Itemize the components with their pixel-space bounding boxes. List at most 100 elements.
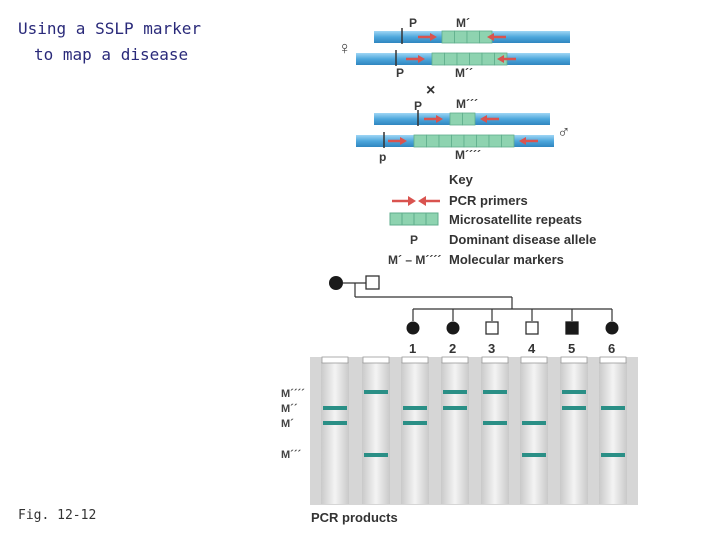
gel-lane: [560, 362, 588, 504]
repeat-unit: [431, 52, 445, 66]
chromosome-features-2: [406, 52, 516, 66]
repeat-unit: [444, 52, 458, 66]
label-p4: p: [379, 150, 386, 164]
gel-band: [483, 421, 507, 425]
chromosome-features-3: [424, 112, 499, 126]
gel-lane: [520, 362, 548, 504]
gel-bands: [323, 390, 625, 457]
gel-row-label-m4: M´´´´: [281, 388, 305, 400]
repeat-unit: [449, 112, 463, 126]
repeat-unit: [462, 112, 476, 126]
primer-forward-head: [418, 55, 425, 63]
repeat-unit: [454, 30, 468, 44]
gel-well: [481, 356, 509, 364]
gel-band: [562, 406, 586, 410]
primer-icon: [392, 196, 440, 206]
figure-label: Fig. 12-12: [18, 508, 97, 523]
child-label-1: 1: [409, 341, 416, 356]
label-p2: P: [396, 66, 404, 80]
gel-footer: PCR products: [311, 510, 398, 525]
repeat-unit: [413, 134, 427, 148]
child-2: [446, 321, 460, 335]
legend-item-primers: PCR primers: [449, 193, 528, 208]
gel: M´´´´ M´´ M´ M´´´ PCR products: [281, 356, 638, 525]
gel-well: [599, 356, 627, 364]
chromosome-features-4: [388, 134, 538, 148]
child-label-4: 4: [528, 341, 536, 356]
child-3: [485, 321, 499, 335]
repeat-unit: [463, 134, 477, 148]
repeat-unit: [438, 134, 452, 148]
primer-forward-head: [436, 115, 443, 123]
label-m4: M´´´´: [455, 148, 481, 162]
female-symbol: ♀: [338, 38, 352, 58]
gel-lane: [441, 362, 469, 504]
parent-male: [365, 275, 380, 290]
repeat-unit: [456, 52, 470, 66]
gel-well: [321, 356, 349, 364]
title-line-2: to map a disease: [34, 45, 189, 64]
repeat-unit: [441, 30, 455, 44]
primer-reverse-head: [480, 115, 487, 123]
repeat-unit: [501, 134, 515, 148]
child-label-3: 3: [488, 341, 495, 356]
gel-band: [443, 390, 467, 394]
legend: Key PCR primers Microsatellite repeats P…: [388, 172, 596, 267]
legend-item-markers: Molecular markers: [449, 252, 564, 267]
legend-item-repeats: Microsatellite repeats: [449, 212, 582, 227]
child-label-5: 5: [568, 341, 575, 356]
gel-lane: [401, 362, 429, 504]
legend-title: Key: [449, 172, 474, 187]
repeat-icon: [389, 212, 439, 226]
child-1: [406, 321, 420, 335]
cross-symbol: ×: [426, 82, 435, 99]
gel-band: [403, 406, 427, 410]
parent-female: [329, 276, 343, 290]
primer-forward-head: [400, 137, 407, 145]
gel-band: [403, 421, 427, 425]
label-p3: P: [414, 99, 422, 113]
repeat-unit: [488, 134, 502, 148]
child-label-2: 2: [449, 341, 456, 356]
label-m2: M´´: [455, 66, 473, 80]
gel-well: [362, 356, 390, 364]
gel-row-label-m2: M´´: [281, 403, 298, 415]
primer-forward-head: [430, 33, 437, 41]
gel-well: [520, 356, 548, 364]
repeat-unit: [469, 52, 483, 66]
chromosome-features-1: [418, 30, 506, 44]
legend-item-allele: Dominant disease allele: [449, 232, 596, 247]
gel-lane: [362, 362, 390, 504]
title-line-1: Using a SSLP marker: [18, 19, 202, 38]
male-symbol: ♂: [557, 122, 571, 142]
gel-band: [483, 390, 507, 394]
repeat-unit: [451, 134, 465, 148]
label-m1: M´: [456, 16, 470, 30]
child-5: [565, 321, 579, 335]
gel-band: [522, 453, 546, 457]
gel-band: [323, 421, 347, 425]
male-chromosome-pair: P M´´´ p M´´´´ ♂: [356, 97, 571, 164]
label-p1: P: [409, 16, 417, 30]
gel-lanes: [321, 356, 627, 504]
gel-band: [562, 390, 586, 394]
repeat-unit: [466, 30, 480, 44]
gel-band: [323, 406, 347, 410]
pedigree: 1 2 3 4 5 6: [329, 275, 619, 356]
primer-reverse-head: [519, 137, 526, 145]
label-m3: M´´´: [456, 97, 478, 111]
child-4: [525, 321, 539, 335]
gel-band: [443, 406, 467, 410]
gel-row-label-m3: M´´´: [281, 449, 301, 461]
gel-row-label-m1: M´: [281, 418, 294, 430]
gel-well: [441, 356, 469, 364]
gel-band: [364, 390, 388, 394]
gel-band: [601, 453, 625, 457]
gel-lane: [481, 362, 509, 504]
gel-lane: [599, 362, 627, 504]
legend-symbol-markers: M´ – M´´´´: [388, 253, 441, 267]
primer-reverse-head: [487, 33, 494, 41]
gel-band: [522, 421, 546, 425]
female-chromosome-pair: ♀ P M´ P M´´: [338, 16, 570, 80]
